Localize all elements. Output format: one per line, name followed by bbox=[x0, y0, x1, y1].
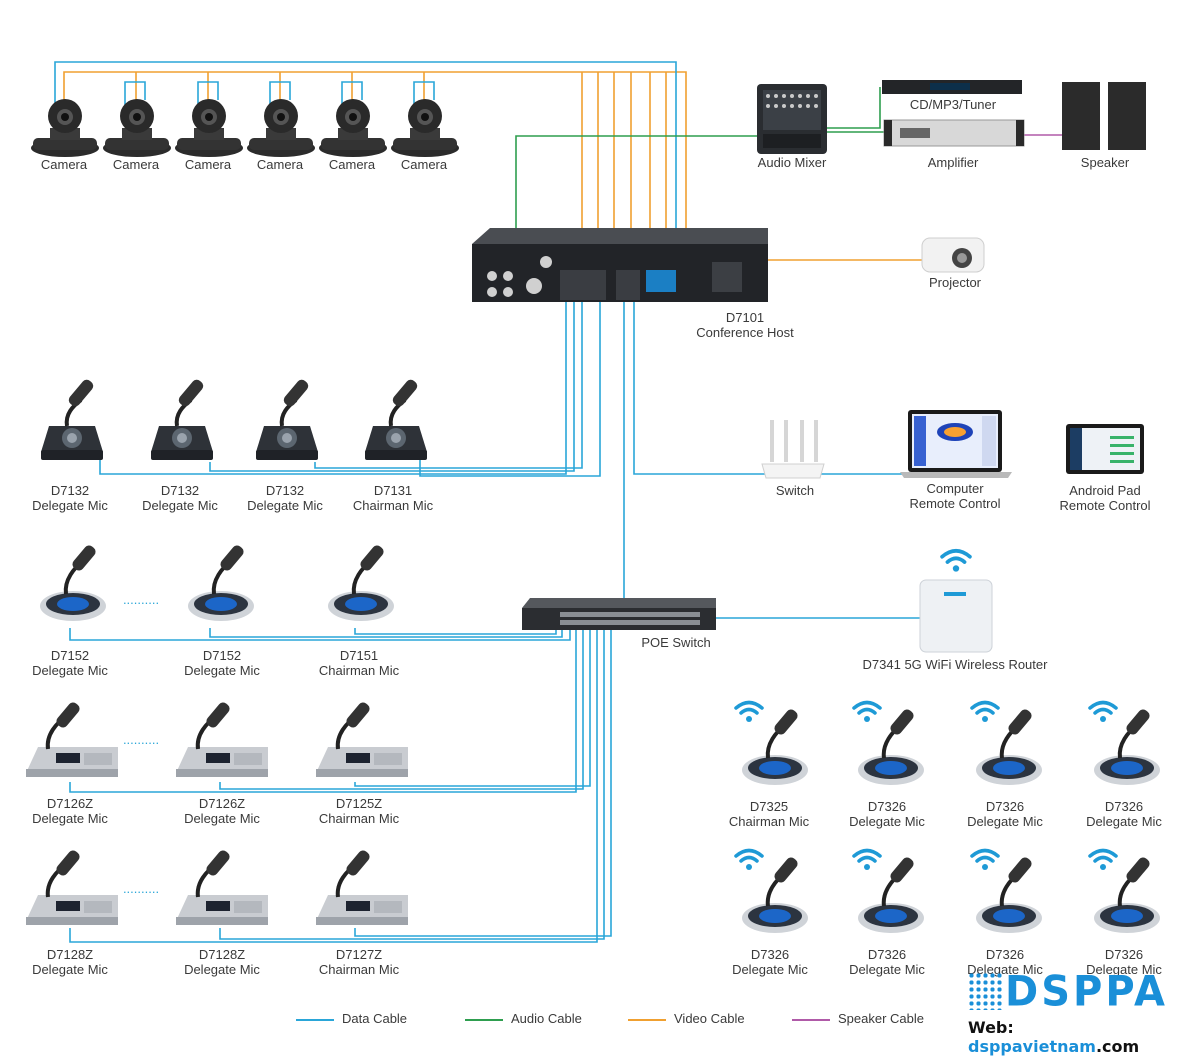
poe-switch-device bbox=[522, 598, 716, 630]
wifi-icon bbox=[1088, 848, 1118, 872]
conference-host-device bbox=[472, 228, 768, 302]
ellipsis: .......... bbox=[122, 732, 160, 747]
legend-speaker-cable: Speaker Cable bbox=[792, 1011, 924, 1026]
camera-device bbox=[103, 99, 171, 157]
speaker-label: Speaker bbox=[1080, 155, 1130, 170]
legend-audio-cable: Audio Cable bbox=[465, 1011, 582, 1026]
camera-label: Camera bbox=[400, 157, 448, 172]
wireless-mics-row2 bbox=[734, 848, 1160, 934]
wifi-icon bbox=[852, 700, 882, 724]
camera-device bbox=[31, 99, 99, 157]
row2-mics bbox=[40, 543, 394, 621]
legend-data-cable: Data Cable bbox=[296, 1011, 407, 1026]
camera-label: Camera bbox=[40, 157, 88, 172]
switch-label: Switch bbox=[775, 483, 815, 498]
data-cables bbox=[69, 290, 920, 943]
host-label: D7101 Conference Host bbox=[696, 310, 794, 340]
camera-label: Camera bbox=[328, 157, 376, 172]
audio-mixer-label: Audio Mixer bbox=[757, 155, 827, 170]
wifi-icon bbox=[1088, 700, 1118, 724]
wireless-router-device bbox=[919, 548, 993, 653]
camera-label: Camera bbox=[112, 157, 160, 172]
camera-device bbox=[247, 99, 315, 157]
audio-mixer-device bbox=[757, 84, 827, 154]
legend-video-cable: Video Cable bbox=[628, 1011, 745, 1026]
computer-device bbox=[900, 410, 1012, 478]
android-pad-device bbox=[1066, 424, 1144, 474]
camera-data-cables bbox=[54, 61, 677, 258]
switch-device bbox=[761, 420, 825, 479]
wifi-icon bbox=[970, 848, 1000, 872]
brand-website: Web: dsppavietnam.com bbox=[968, 1018, 1140, 1056]
camera-device bbox=[319, 99, 387, 157]
amplifier-label: Amplifier bbox=[927, 155, 979, 170]
host-name: Conference Host bbox=[696, 325, 794, 340]
camera-device bbox=[391, 99, 459, 157]
wireless-mics-row1 bbox=[734, 700, 1160, 786]
projector-label: Projector bbox=[928, 275, 982, 290]
wifi-icon bbox=[852, 848, 882, 872]
router-label: D7341 5G WiFi Wireless Router bbox=[862, 657, 1048, 672]
row3-mics bbox=[26, 700, 408, 777]
brand-logo: DSPPA bbox=[968, 967, 1184, 1017]
ellipsis: .......... bbox=[122, 881, 160, 896]
wifi-icon bbox=[734, 848, 764, 872]
brand-logo-word: DSPPA bbox=[1005, 967, 1168, 1017]
brand-watermark: DSPPA Web: dsppavietnam.com bbox=[968, 967, 1184, 1056]
cd-tuner-device bbox=[882, 80, 1022, 94]
brand-logo-grid bbox=[968, 972, 1002, 1010]
poe-switch-label: POE Switch bbox=[641, 635, 711, 650]
row4-mics bbox=[26, 848, 408, 925]
wifi-icon bbox=[734, 700, 764, 724]
cd-tuner-label: CD/MP3/Tuner bbox=[909, 97, 997, 112]
wifi-icon bbox=[970, 700, 1000, 724]
amplifier-device bbox=[883, 119, 1025, 147]
projector-device bbox=[921, 237, 985, 273]
camera-label: Camera bbox=[184, 157, 232, 172]
camera-label: Camera bbox=[256, 157, 304, 172]
camera-row bbox=[31, 99, 459, 157]
speaker-device bbox=[1062, 82, 1146, 150]
host-model: D7101 bbox=[725, 310, 765, 325]
camera-device bbox=[175, 99, 243, 157]
row1-mics bbox=[41, 378, 427, 460]
ellipsis: .......... bbox=[122, 592, 160, 607]
